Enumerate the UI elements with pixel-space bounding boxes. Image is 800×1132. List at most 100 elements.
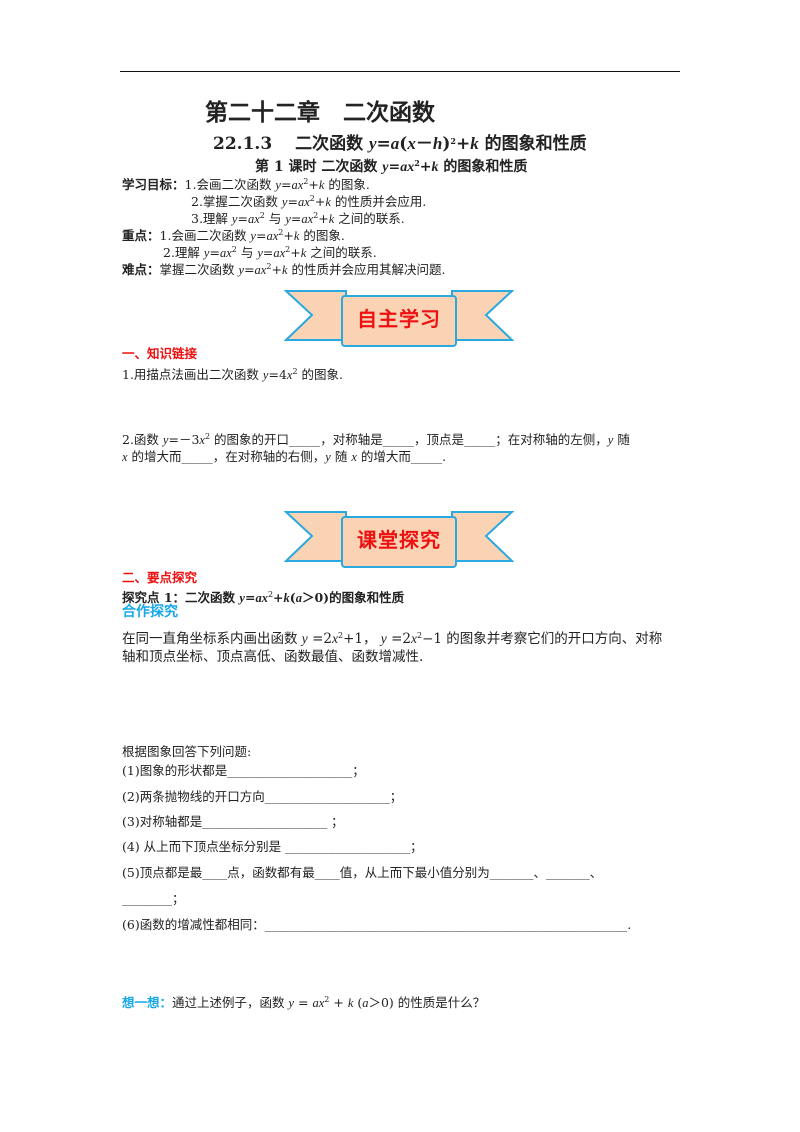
answer-1: (1)图象的形状都是____________________； <box>122 763 365 779</box>
answer-2: (2)两条抛物线的开口方向____________________； <box>122 789 402 805</box>
text-segment: y <box>162 433 169 447</box>
text-segment: y <box>382 160 389 175</box>
text-segment: ________； <box>122 891 185 906</box>
text-segment: (6)函数的增减性都相同：___________________________… <box>122 917 632 932</box>
text-segment: = <box>388 159 401 175</box>
text-segment: =－3 <box>168 432 200 447</box>
text-segment: + <box>329 995 348 1010</box>
text-segment: 2 <box>266 262 272 271</box>
top-rule <box>120 71 680 72</box>
text-segment: x <box>411 631 417 646</box>
text-segment: 与 <box>264 211 286 226</box>
text-segment: 2 <box>285 245 291 254</box>
learning-goal-2: 2.掌握二次函数 y=ax2+k 的性质并会应用. <box>191 191 426 210</box>
text-segment: ＞0) 的性质是什么？ <box>368 995 486 1010</box>
text-segment: y <box>275 178 281 192</box>
text-segment: x <box>122 450 128 464</box>
key-point-1: 重点：1.会画二次函数 y=ax2+k 的图象. <box>122 225 345 244</box>
text-segment: = <box>244 262 255 277</box>
text-segment: 2 <box>259 211 265 220</box>
text-segment: 的增大而_____，在对称轴的右侧， <box>127 449 326 464</box>
section-title: 22.1.3 二次函数 y=a(x－h)2+k 的图象和性质 <box>213 130 587 155</box>
text-segment: =2 <box>386 631 411 647</box>
text-segment: 2 <box>338 631 344 640</box>
text-segment: k <box>347 996 354 1010</box>
text-segment: + <box>271 262 282 277</box>
text-segment: + <box>308 177 319 192</box>
text-segment: 重点： <box>122 228 160 243</box>
text-segment: a <box>390 134 400 153</box>
text-segment: 2 <box>278 228 284 237</box>
text-segment: ax <box>254 263 267 277</box>
section-heading-knowledge-link: 一、知识链接 <box>122 346 197 362</box>
text-segment: =2 <box>307 631 332 647</box>
text-segment: = <box>237 211 248 226</box>
text-segment: 2 <box>313 211 319 220</box>
text-segment: 难点： <box>122 262 160 277</box>
text-segment: ) <box>442 134 451 154</box>
text-segment: 随 <box>330 449 352 464</box>
inquiry-point-1: 探究点 1：二次函数 y=ax2+k(a＞0)的图象和性质 <box>122 587 404 606</box>
text-segment: 根据图象回答下列问题: <box>122 744 252 759</box>
text-segment: −1 的图象并考察它们的开口方向、对称 <box>422 631 663 647</box>
banner-label: 自主学习 <box>357 307 441 331</box>
text-segment: y <box>607 433 614 447</box>
banner-label: 课堂探究 <box>357 528 441 552</box>
text-segment: 合作探究 <box>122 604 178 620</box>
text-segment: 2 <box>414 158 420 168</box>
text-segment: ax <box>301 212 314 226</box>
text-segment: ax <box>266 229 279 243</box>
text-segment: (1)图象的形状都是____________________； <box>122 763 365 778</box>
text-segment: 的图象. <box>324 177 370 192</box>
text-segment: ＞0)的图象和性质 <box>301 590 405 605</box>
difficulty: 难点：掌握二次函数 y=ax2+k 的性质并会应用其解决问题. <box>122 259 445 278</box>
text-segment: 之间的联系. <box>306 245 377 260</box>
text-segment: y <box>250 229 256 243</box>
text-segment: x <box>407 134 416 153</box>
text-segment: ax <box>312 996 325 1010</box>
text-segment: 22.1.3 二次函数 <box>213 134 369 154</box>
text-segment: 1.用描点法画出二次函数 <box>122 367 263 382</box>
text-segment: + <box>290 245 301 260</box>
text-segment: ax <box>255 591 268 605</box>
text-segment: y <box>239 591 245 605</box>
text-segment: 1.会画二次函数 <box>159 228 251 243</box>
text-segment: y <box>285 212 291 226</box>
text-segment: 一、知识链接 <box>122 346 198 361</box>
text-segment: y <box>262 368 269 382</box>
text-segment: 1.会画二次函数 <box>184 177 276 192</box>
text-segment: 2 <box>450 136 456 146</box>
text-segment: = <box>287 194 298 209</box>
text-segment: 2 <box>309 194 315 203</box>
question-2-line-2: x 的增大而_____，在对称轴的右侧，y 随 x 的增大而_____. <box>122 449 446 465</box>
answer-5: (5)顶点都是最____点，函数都有最____值，从上而下最小值分别为_____… <box>122 865 602 881</box>
text-segment: 与 <box>236 245 258 260</box>
text-segment: 的增大而_____. <box>356 449 447 464</box>
text-segment: k <box>470 134 479 153</box>
text-segment: 随 <box>613 432 630 447</box>
text-segment: = <box>294 995 313 1010</box>
text-segment: =4 <box>268 367 287 382</box>
text-segment: y <box>380 631 387 646</box>
text-segment: ax <box>297 195 310 209</box>
text-segment: 2 <box>303 177 309 186</box>
text-segment: a <box>362 996 369 1010</box>
text-segment: 2 <box>267 590 274 599</box>
text-segment: (2)两条抛物线的开口方向____________________； <box>122 789 403 804</box>
text-segment: + <box>314 194 326 209</box>
text-segment: ax <box>400 160 415 175</box>
text-segment: + <box>455 134 471 154</box>
ribbon-icon <box>284 290 514 347</box>
text-segment: 的图象. <box>297 367 344 382</box>
text-segment: x <box>199 433 205 447</box>
text-segment: = <box>376 134 391 154</box>
answer-5-continued: ________； <box>122 891 185 907</box>
text-segment: = <box>262 245 274 260</box>
text-segment: 探究点 1：二次函数 <box>122 590 240 605</box>
text-segment: 在同一直角坐标系内画出函数 <box>122 631 302 647</box>
text-segment: ax <box>247 212 260 226</box>
text-segment: (4) 从上而下顶点坐标分别是 ____________________； <box>122 839 423 854</box>
text-segment: y <box>288 996 295 1010</box>
text-segment: y <box>203 246 210 260</box>
text-segment: x <box>332 631 338 646</box>
